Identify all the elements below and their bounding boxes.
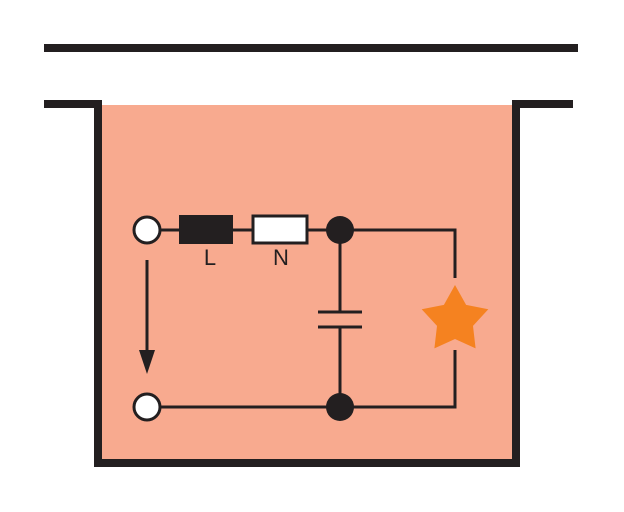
star-icon bbox=[421, 285, 489, 349]
junction-dot-icon bbox=[326, 393, 354, 421]
arrow-head bbox=[139, 350, 155, 374]
tank-fluid bbox=[100, 105, 514, 462]
junction-dot-icon bbox=[326, 216, 354, 244]
inductor-symbol bbox=[179, 215, 233, 244]
inductor-label: L bbox=[204, 245, 216, 270]
resistor-symbol bbox=[251, 214, 309, 245]
wire-bottom-right bbox=[340, 350, 457, 409]
open-circle-terminal-icon bbox=[132, 215, 162, 245]
capacitor-icon bbox=[318, 310, 362, 329]
arrow-down-icon bbox=[139, 260, 155, 374]
tank-outline bbox=[44, 100, 573, 467]
resistor-label: N bbox=[273, 245, 289, 270]
wire-top-right bbox=[340, 228, 457, 278]
open-circle-terminal-icon bbox=[132, 392, 162, 422]
